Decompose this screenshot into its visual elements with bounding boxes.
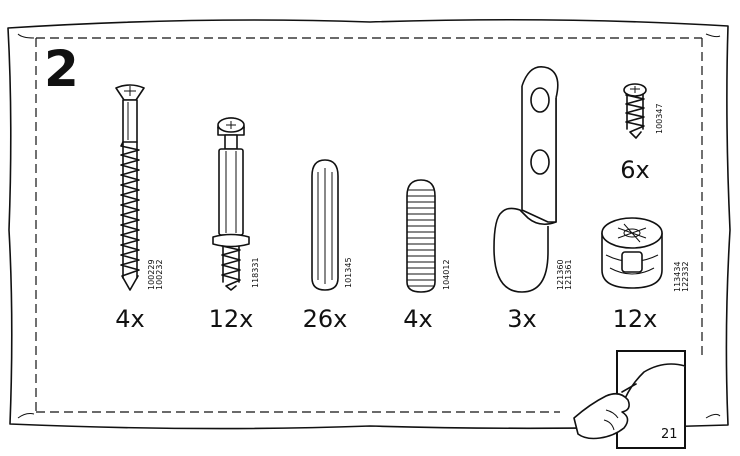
part-quantity: 4x [115, 305, 145, 333]
part-quantity: 26x [302, 305, 348, 333]
short-screw-drawing [623, 83, 647, 139]
part-code: 113434 122332 [673, 261, 690, 292]
wooden-dowel-drawing [311, 159, 339, 291]
cam-bolt-drawing [212, 117, 250, 291]
part-quantity: 6x [620, 156, 650, 184]
part-code: 100229 100232 [147, 259, 164, 290]
hand-turn-page-icon [573, 350, 686, 449]
part-code: 118331 [251, 257, 260, 288]
part-code: 101345 [344, 257, 353, 288]
cam-lock-nut-drawing [601, 217, 663, 289]
part-quantity: 4x [403, 305, 433, 333]
part-quantity: 12x [612, 305, 658, 333]
part-code: 100347 [655, 103, 664, 134]
bracket-hook-drawing [493, 66, 559, 293]
part-code: 104012 [442, 259, 451, 290]
step-number: 2 [44, 40, 79, 98]
threaded-dowel-drawing [406, 179, 436, 293]
part-code: 121360 121361 [556, 259, 573, 290]
page-number: 21 [661, 427, 678, 442]
part-quantity: 12x [208, 305, 254, 333]
bag-outline [7, 18, 731, 430]
long-screw-drawing [115, 84, 145, 291]
part-quantity: 3x [507, 305, 537, 333]
